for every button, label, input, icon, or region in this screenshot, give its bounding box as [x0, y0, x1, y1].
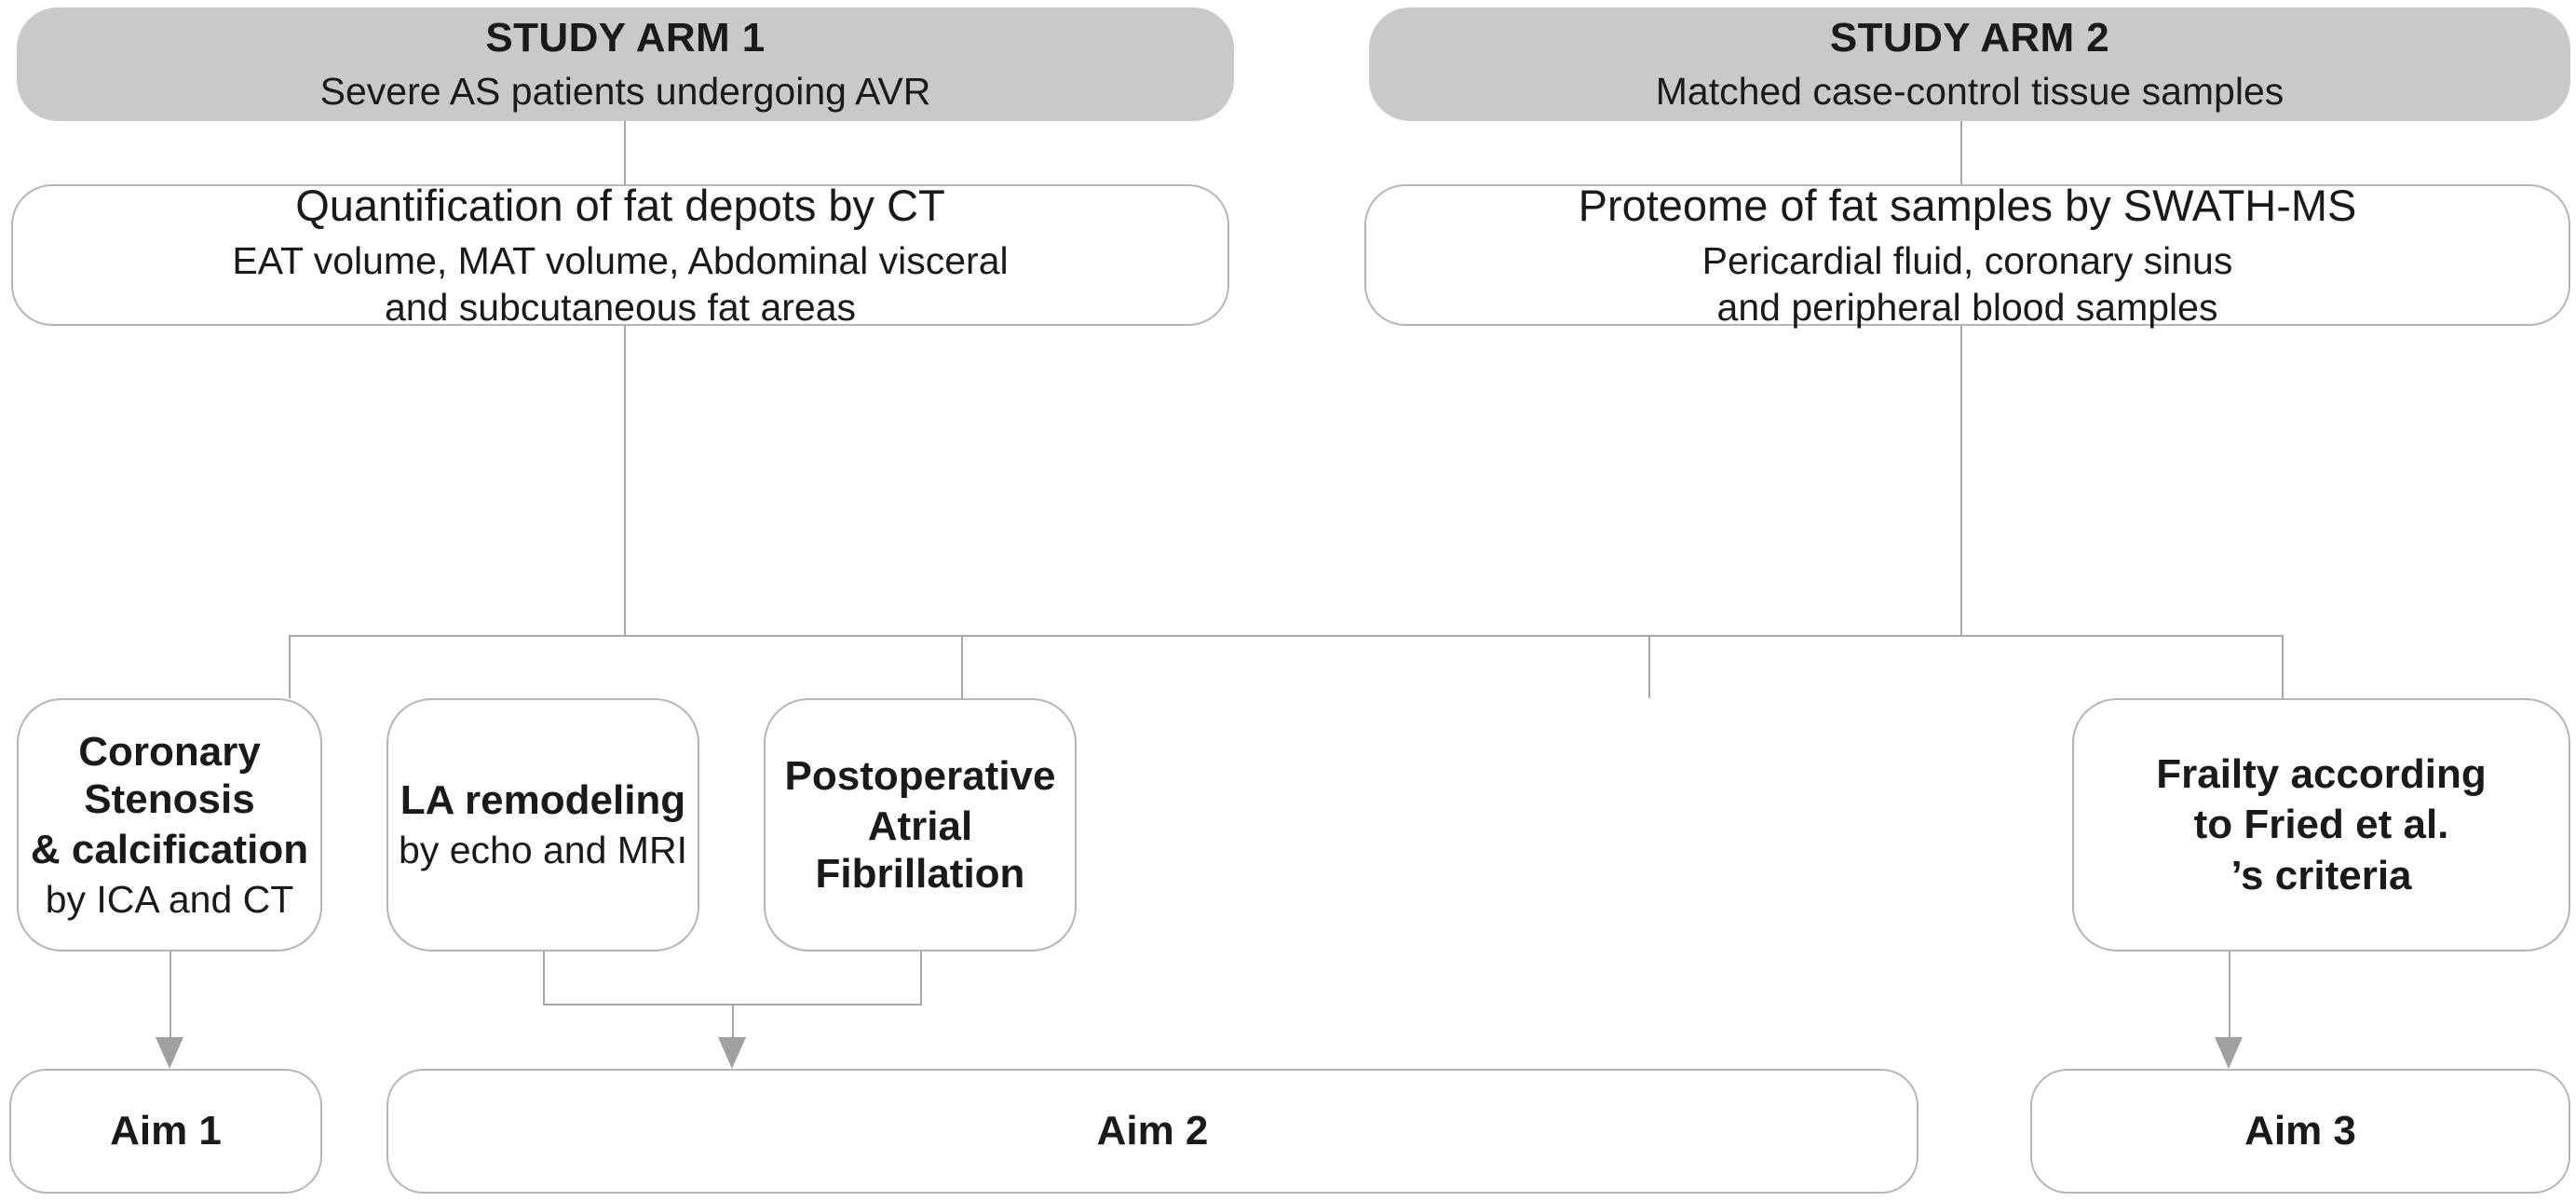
connector-poaf-down	[920, 951, 922, 1005]
connector-bus-to-la	[961, 635, 963, 698]
connector-coronary-to-aim1	[169, 951, 171, 1046]
study-arm-1-subtitle: Severe AS patients undergoing AVR	[319, 70, 931, 114]
study-arm-2-title: STUDY ARM 2	[1829, 15, 2110, 61]
outcome-box-la-remodeling: LA remodeling by echo and MRI	[386, 698, 699, 951]
arrowhead-aim2	[718, 1037, 746, 1069]
method-box-ct: Quantification of fat depots by CT EAT v…	[11, 180, 1229, 329]
outcome-coronary-line-2: & calcification	[30, 826, 309, 872]
connector-bus-to-poaf	[1648, 635, 1650, 698]
study-arm-2-header: STUDY ARM 2 Matched case-control tissue …	[1369, 7, 2570, 121]
outcome-poaf-line-1: Postoperative	[784, 752, 1056, 799]
connector-arm1-to-method1	[624, 121, 626, 184]
connector-frailty-to-aim3	[2229, 951, 2230, 1046]
aim-box-2: Aim 2	[386, 1069, 1918, 1194]
outcome-la-line-1: LA remodeling	[400, 777, 686, 824]
aim-box-3: Aim 3	[2030, 1069, 2570, 1194]
method-ct-title: Quantification of fat depots by CT	[295, 180, 945, 230]
method-swath-detail-2: and peripheral blood samples	[1716, 285, 2218, 329]
study-arm-2-subtitle: Matched case-control tissue samples	[1655, 70, 2285, 114]
arrowhead-aim1	[156, 1037, 183, 1069]
study-arm-1-title: STUDY ARM 1	[485, 15, 766, 61]
connector-arm2-to-method2	[1960, 121, 1962, 184]
connector-bus-to-coronary	[289, 635, 291, 698]
outcome-box-postoperative-af: Postoperative Atrial Fibrillation	[764, 698, 1077, 951]
study-arm-1-header: STUDY ARM 1 Severe AS patients undergoin…	[17, 7, 1234, 121]
method-swath-title: Proteome of fat samples by SWATH-MS	[1578, 180, 2357, 230]
outcome-poaf-line-2: Atrial Fibrillation	[815, 803, 1025, 897]
method-ct-detail-2: and subcutaneous fat areas	[384, 285, 857, 329]
aim-3-label: Aim 3	[2244, 1108, 2356, 1154]
connector-method1-down	[624, 326, 626, 635]
connector-method2-down	[1960, 326, 1962, 635]
outcome-frailty-line-1: Frailty according	[2156, 751, 2487, 798]
aim-2-label: Aim 2	[1096, 1108, 1209, 1154]
aim-1-label: Aim 1	[110, 1108, 222, 1154]
connector-distribution-bus	[289, 635, 2284, 637]
connector-merge-to-aim2	[732, 1004, 734, 1046]
outcome-frailty-line-2: to Fried et al.	[2193, 802, 2449, 848]
outcome-la-method: by echo and MRI	[399, 829, 687, 872]
connector-la-down	[543, 951, 545, 1005]
outcome-coronary-method: by ICA and CT	[45, 877, 294, 921]
outcome-coronary-line-1: Coronary Stenosis	[78, 728, 261, 822]
outcome-frailty-line-3: ’s criteria	[2230, 852, 2412, 898]
aim-box-1: Aim 1	[9, 1069, 322, 1194]
outcome-box-coronary-stenosis: Coronary Stenosis & calcification by ICA…	[17, 698, 322, 951]
method-box-swath: Proteome of fat samples by SWATH-MS Peri…	[1364, 180, 2570, 329]
connector-bus-to-frailty	[2282, 635, 2284, 698]
method-swath-detail-1: Pericardial fluid, coronary sinus	[1702, 239, 2233, 283]
method-ct-detail-1: EAT volume, MAT volume, Abdominal viscer…	[232, 239, 1009, 283]
outcome-box-frailty: Frailty according to Fried et al. ’s cri…	[2072, 698, 2570, 951]
arrowhead-aim3	[2215, 1037, 2243, 1069]
